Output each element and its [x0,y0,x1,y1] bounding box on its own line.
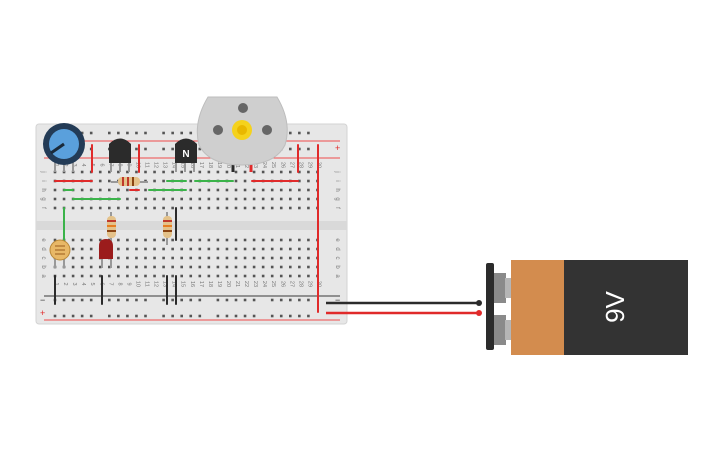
row-letter: e [334,238,340,242]
npn-transistor-2[interactable]: N [175,138,197,173]
column-number: 15 [180,162,186,168]
column-number: 24 [261,281,267,287]
column-number: 29 [306,281,312,287]
wires[interactable] [54,144,319,313]
battery-leads[interactable] [326,300,482,316]
row-letter: b [40,265,46,269]
rail-plus-label-right: + [335,143,340,153]
motor-gear-icon [232,120,252,140]
column-number: 3 [71,282,77,285]
column-number: 11 [144,281,150,287]
column-number: 2 [62,282,68,285]
transistor-label: N [182,149,189,160]
column-number: 21 [234,281,240,287]
column-number: 10 [134,281,140,287]
column-number: 26 [279,281,285,287]
row-letter: h [40,188,46,191]
red-led[interactable] [99,239,113,268]
resistor[interactable] [111,177,148,186]
potentiometer[interactable] [43,123,85,172]
row-letter: f [40,207,46,209]
npn-transistor-1[interactable] [109,138,131,173]
column-number: 17 [198,162,204,168]
column-number: 28 [297,281,303,287]
battery-9v[interactable]: 9V [486,260,688,355]
column-number: 19 [216,281,222,287]
column-number: 28 [297,162,303,168]
row-letter: h [334,188,340,191]
column-number: 29 [306,162,312,168]
column-number: 12 [153,162,159,168]
rail-minus-label: − [40,295,45,305]
column-number: 17 [198,281,204,287]
column-number: 10 [134,162,140,168]
row-letter: d [334,247,340,250]
column-number: 20 [225,162,231,168]
column-number: 9 [125,282,131,285]
column-number: 23 [252,162,258,168]
column-number: 13 [162,162,168,168]
row-letter: c [40,257,46,260]
column-number: 5 [89,282,95,285]
column-number: 13 [162,281,168,287]
column-number: 2 [62,163,68,166]
column-number: 19 [216,162,222,168]
column-number: 8 [116,282,122,285]
photoresistor[interactable] [49,239,71,268]
column-number: 4 [80,282,86,285]
row-letter: g [334,197,340,200]
column-number: 14 [171,162,177,168]
column-number: 12 [153,281,159,287]
row-letter: b [334,265,340,269]
column-number: 14 [171,281,177,287]
column-number: 11 [144,162,150,168]
column-number: 18 [207,281,213,287]
column-number: 4 [80,163,86,166]
rail-plus-label: + [40,308,45,318]
resistor[interactable] [163,212,172,245]
column-number: 7 [107,282,113,285]
column-number: 26 [279,162,285,168]
row-letter: e [40,238,46,242]
row-letter: j [334,170,340,172]
row-letter: j [40,170,46,172]
rail-minus-label-right: − [335,295,340,305]
row-letter: d [40,247,46,250]
column-number: 20 [225,281,231,287]
column-number: 16 [189,162,195,168]
column-number: 23 [252,281,258,287]
column-number: 27 [288,281,294,287]
row-letter: a [40,274,46,278]
column-number: 18 [207,162,213,168]
column-number: 27 [288,162,294,168]
row-letter: g [40,197,46,200]
breadboard[interactable]: 1122334455667788991010111112121313141415… [35,123,348,325]
breadboard-row-letters: j i h g f j i h g f e d c b a e d c b a [40,170,340,278]
row-letter: c [334,257,340,260]
row-letter: a [334,274,340,278]
row-letter: i [40,180,46,181]
row-letter: f [334,207,340,209]
column-number: 6 [98,163,104,166]
column-number: 15 [180,281,186,287]
resistor[interactable] [107,212,116,245]
column-number: 25 [270,162,276,168]
column-number: 24 [261,162,267,168]
column-number: 25 [270,281,276,287]
column-number: 3 [71,163,77,166]
column-number: 22 [243,281,249,287]
dc-motor[interactable] [196,96,288,172]
row-letter: i [334,180,340,181]
column-number: 16 [189,281,195,287]
battery-label: 9V [600,290,630,322]
